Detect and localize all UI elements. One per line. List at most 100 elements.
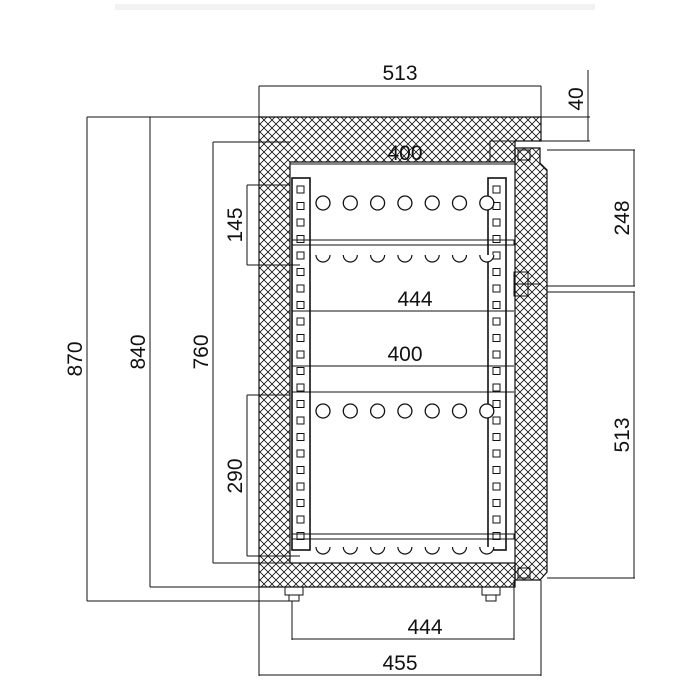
rail-slot bbox=[296, 185, 305, 194]
bottle bbox=[342, 403, 358, 419]
top-notch bbox=[489, 140, 515, 162]
rail-slot bbox=[492, 400, 501, 408]
dim-inner-height: 760 bbox=[190, 334, 213, 369]
dimension-lines bbox=[86, 70, 635, 676]
rail-slot bbox=[492, 433, 501, 441]
door-hinge-top bbox=[517, 149, 531, 161]
dim-lower-shelf-height: 290 bbox=[224, 458, 247, 493]
right-shelf-rail bbox=[487, 177, 507, 551]
left-foot-top bbox=[284, 586, 304, 596]
rail-slot bbox=[492, 416, 501, 425]
bottle bbox=[397, 403, 413, 419]
bottle-half bbox=[479, 254, 495, 263]
rail-slot bbox=[296, 466, 305, 474]
rail-slot bbox=[296, 268, 305, 276]
dim-base-width: 455 bbox=[382, 652, 417, 675]
dim-total-height: 870 bbox=[64, 341, 87, 376]
dim-shelf-width: 444 bbox=[397, 288, 432, 311]
rail-slot bbox=[296, 400, 305, 408]
bottle bbox=[397, 195, 413, 211]
rail-slot bbox=[296, 235, 305, 243]
dim-base-inner-width: 444 bbox=[407, 616, 442, 639]
dim-door-upper-height: 248 bbox=[611, 200, 634, 235]
bottle-half bbox=[315, 254, 331, 263]
bottle-half bbox=[397, 254, 413, 263]
dim-body-height: 840 bbox=[127, 334, 150, 369]
rail-slot bbox=[492, 218, 501, 227]
bottom-shelf bbox=[291, 533, 515, 540]
left-foot-bottom bbox=[288, 594, 300, 602]
door-panel bbox=[514, 147, 548, 581]
shelves bbox=[291, 239, 515, 540]
bottle bbox=[479, 195, 495, 211]
bottle bbox=[342, 195, 358, 211]
dim-door-lower-height: 513 bbox=[611, 417, 634, 452]
dimension-labels: 513 40 400 145 248 444 400 870 840 760 5… bbox=[64, 62, 634, 675]
rail-slot bbox=[296, 284, 305, 293]
bottle-half bbox=[451, 546, 468, 555]
rail-slot bbox=[296, 317, 305, 326]
rail-slot bbox=[492, 449, 501, 458]
rail-slot bbox=[492, 268, 501, 276]
rail-slot bbox=[296, 251, 305, 260]
bottle-half bbox=[424, 254, 440, 263]
bottle-half bbox=[370, 546, 386, 555]
rail-slot bbox=[296, 202, 305, 210]
rail-slot bbox=[492, 235, 501, 243]
rail-slot bbox=[492, 284, 501, 293]
rail-slot bbox=[296, 301, 305, 309]
bottle bbox=[451, 195, 468, 211]
bottle bbox=[315, 195, 331, 211]
rail-slot bbox=[492, 482, 501, 491]
rail-slot bbox=[492, 383, 501, 392]
dim-top-width: 513 bbox=[382, 62, 417, 85]
bottle bbox=[451, 403, 468, 419]
rail-slot bbox=[492, 367, 501, 375]
rail-slot bbox=[296, 383, 305, 392]
rail-slot bbox=[296, 350, 305, 359]
rail-slot bbox=[296, 416, 305, 425]
bottle-half bbox=[479, 546, 495, 555]
rail-slot bbox=[296, 515, 305, 524]
dim-inner-width-top: 400 bbox=[387, 142, 422, 165]
dim-upper-shelf-height: 145 bbox=[224, 207, 247, 242]
rail-slot bbox=[492, 301, 501, 309]
rail-slot bbox=[492, 499, 501, 507]
bottle bbox=[479, 403, 495, 419]
bottle bbox=[424, 195, 440, 211]
top-smudge bbox=[115, 4, 595, 10]
left-shelf-rail bbox=[291, 177, 311, 551]
rail-slot bbox=[296, 218, 305, 227]
rail-slot bbox=[492, 317, 501, 326]
bottle-half bbox=[342, 254, 358, 263]
bottle-half bbox=[451, 254, 468, 263]
bottle bbox=[315, 403, 331, 419]
rail-slot bbox=[296, 334, 305, 342]
rail-slot bbox=[296, 433, 305, 441]
upper-shelf bbox=[291, 239, 515, 246]
rail-slot bbox=[492, 466, 501, 474]
bottle bbox=[369, 195, 386, 211]
rail-slot bbox=[296, 499, 305, 507]
bottle bbox=[369, 403, 386, 419]
rail-slot bbox=[296, 367, 305, 375]
bottle bbox=[424, 403, 440, 419]
rail-slot bbox=[492, 350, 501, 359]
glass-door bbox=[513, 147, 548, 581]
feet bbox=[284, 586, 501, 602]
rail-slot bbox=[492, 334, 501, 342]
bottle-rows bbox=[315, 195, 495, 555]
bottle-half bbox=[315, 546, 331, 555]
right-foot-top bbox=[481, 586, 501, 596]
rail-slot bbox=[492, 515, 501, 524]
dim-inner-width-mid: 400 bbox=[387, 343, 422, 366]
right-foot-bottom bbox=[485, 594, 497, 602]
bottle-half bbox=[342, 546, 358, 555]
rail-slot bbox=[296, 449, 305, 458]
door-hinge-bottom bbox=[517, 567, 531, 579]
bottle-half bbox=[370, 254, 386, 263]
rail-slot bbox=[492, 185, 501, 194]
left-rail-frame bbox=[291, 177, 311, 551]
dim-door-offset: 40 bbox=[565, 87, 588, 110]
